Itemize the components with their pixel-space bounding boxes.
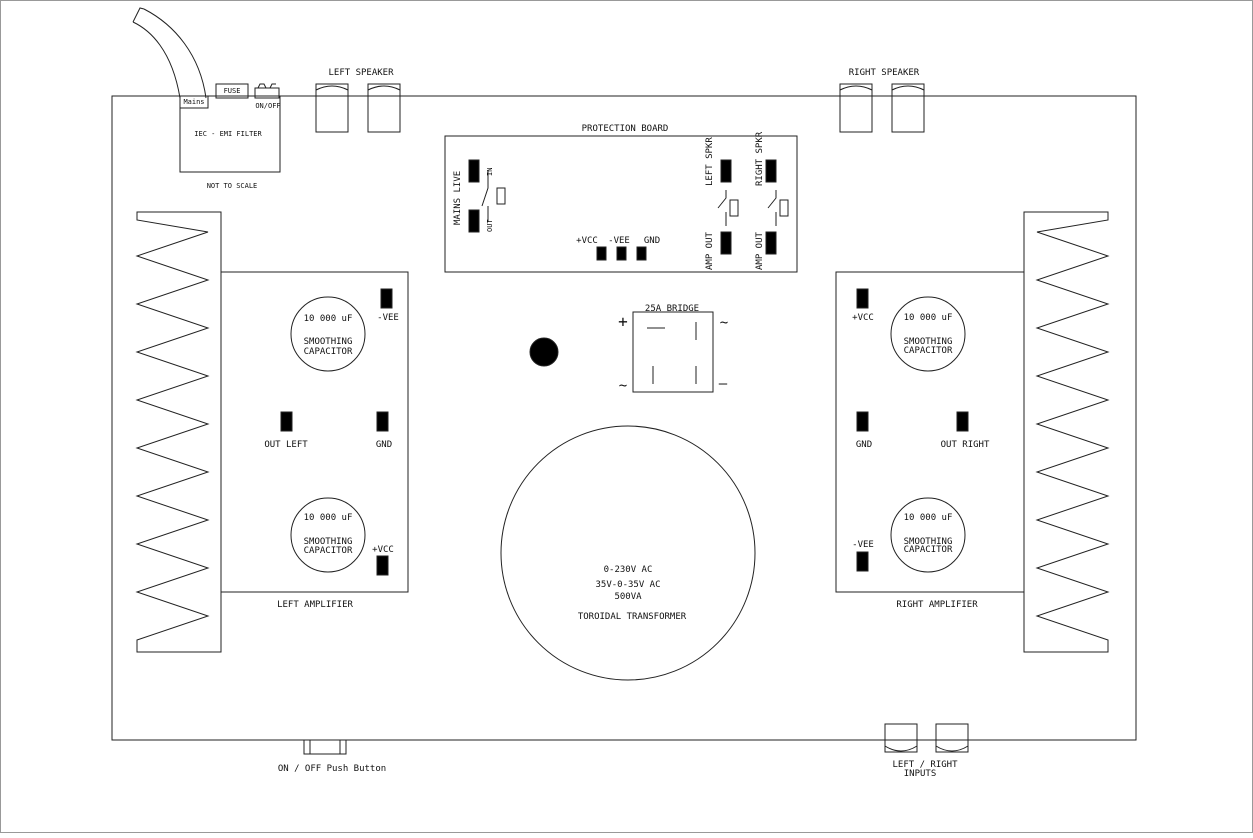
protection-board xyxy=(444,135,798,273)
right-out-terminal xyxy=(956,411,969,432)
amp-out-left-label: AMP OUT xyxy=(705,231,715,270)
left-amplifier-board xyxy=(220,271,409,593)
right-top-capacitor xyxy=(890,296,966,372)
right-bottom-cap-name-1: SMOOTHING xyxy=(904,537,953,547)
left-speaker-label: LEFT SPEAKER xyxy=(328,68,394,78)
right-heatsink xyxy=(1023,211,1110,653)
left-vee-label: -VEE xyxy=(377,313,399,323)
on-off-push-button xyxy=(303,739,347,755)
push-button-label: ON / OFF Push Button xyxy=(278,764,386,774)
pb-gnd-terminal xyxy=(636,246,647,261)
right-spkr-label: RIGHT SPKR xyxy=(755,131,765,186)
inputs-label-1: LEFT / RIGHT xyxy=(892,760,958,770)
left-vee-terminal xyxy=(380,288,393,309)
right-top-cap-name-2: CAPACITOR xyxy=(904,346,953,356)
right-top-cap-value: 10 000 uF xyxy=(904,313,953,323)
left-amp-out-terminal xyxy=(720,231,732,255)
transformer-power-label: 500VA xyxy=(614,592,642,602)
left-speaker-terminals xyxy=(315,83,401,133)
pb-vcc-label: +VCC xyxy=(576,236,598,246)
left-vcc-label: +VCC xyxy=(372,545,394,555)
bridge-plus-label: + xyxy=(618,312,628,331)
fuse-label: FUSE xyxy=(224,87,241,95)
mains-relay-coil xyxy=(496,187,506,205)
right-bottom-cap-name-2: CAPACITOR xyxy=(904,545,953,555)
pb-vee-label: -VEE xyxy=(608,236,630,246)
left-heatsink xyxy=(135,211,222,653)
fuse-holder xyxy=(215,83,249,99)
right-out-label: OUT RIGHT xyxy=(941,440,990,450)
left-top-cap-value: 10 000 uF xyxy=(304,314,353,324)
toroidal-transformer xyxy=(500,425,756,681)
mains-cable xyxy=(132,7,207,99)
bridge-ac-label-right: ~ xyxy=(720,315,728,331)
right-speaker-label: RIGHT SPEAKER xyxy=(849,68,920,78)
amp-out-right-label: AMP OUT xyxy=(755,231,765,270)
bridge-ac-label-left: ~ xyxy=(619,378,627,394)
left-gnd-terminal xyxy=(376,411,389,432)
right-amp-out-terminal xyxy=(765,231,777,255)
mains-live-label: MAINS LIVE xyxy=(453,171,463,225)
right-bottom-cap-value: 10 000 uF xyxy=(904,513,953,523)
right-speaker-terminals xyxy=(839,83,925,133)
left-top-cap-name-2: CAPACITOR xyxy=(304,347,353,357)
right-vee-terminal xyxy=(856,551,869,572)
bridge-label: 25A BRIDGE xyxy=(645,304,699,314)
right-bottom-capacitor xyxy=(890,497,966,573)
left-out-terminal xyxy=(280,411,293,432)
relay-out-label: OUT xyxy=(486,219,494,232)
pb-vee-terminal xyxy=(616,246,627,261)
mains-live-relay xyxy=(468,159,506,233)
pb-vcc-terminal xyxy=(596,246,607,261)
left-gnd-label: GND xyxy=(376,440,392,450)
right-vcc-terminal xyxy=(856,288,869,309)
left-top-capacitor xyxy=(290,296,366,372)
left-relay-coil xyxy=(729,199,739,217)
transformer-name-label: TOROIDAL TRANSFORMER xyxy=(578,612,687,622)
mains-label: Mains xyxy=(183,98,204,106)
left-bottom-capacitor xyxy=(290,497,366,573)
left-spkr-label: LEFT SPKR xyxy=(705,137,715,186)
iec-emi-filter xyxy=(179,83,281,173)
transformer-secondary-label: 35V-0-35V AC xyxy=(595,580,660,590)
inputs-label-2: INPUTS xyxy=(904,769,937,779)
bridge-rectifier xyxy=(632,311,714,393)
right-gnd-label: GND xyxy=(856,440,872,450)
transformer-primary-label: 0-230V AC xyxy=(604,565,653,575)
on-off-switch-label: ON/OFF xyxy=(255,102,280,110)
left-bottom-cap-name-2: CAPACITOR xyxy=(304,546,353,556)
left-bottom-cap-name-1: SMOOTHING xyxy=(304,537,353,547)
right-amplifier-label: RIGHT AMPLIFIER xyxy=(896,600,978,610)
right-gnd-terminal xyxy=(856,411,869,432)
right-spkr-terminal xyxy=(765,159,777,183)
left-speaker-relay xyxy=(717,159,739,255)
left-amplifier-label: LEFT AMPLIFIER xyxy=(277,600,353,610)
left-top-cap-name-1: SMOOTHING xyxy=(304,337,353,347)
right-vee-label: -VEE xyxy=(852,540,874,550)
right-speaker-relay xyxy=(765,159,789,255)
left-spkr-terminal xyxy=(720,159,732,183)
left-out-label: OUT LEFT xyxy=(264,440,308,450)
right-vcc-label: +VCC xyxy=(852,313,874,323)
right-top-cap-name-1: SMOOTHING xyxy=(904,337,953,347)
not-to-scale-label: NOT TO SCALE xyxy=(207,182,258,190)
iec-filter-label: IEC - EMI FILTER xyxy=(194,130,262,138)
left-bottom-cap-value: 10 000 uF xyxy=(304,513,353,523)
on-off-switch xyxy=(254,87,280,99)
mains-live-in-terminal xyxy=(468,159,480,183)
bridge-minus-label: — xyxy=(719,376,728,392)
relay-in-label: IN xyxy=(486,168,494,176)
left-vcc-terminal xyxy=(376,555,389,576)
protection-board-label: PROTECTION BOARD xyxy=(582,124,669,134)
chassis-outline xyxy=(111,95,1137,741)
mounting-hole xyxy=(529,337,559,367)
input-jacks xyxy=(884,723,969,753)
mains-socket xyxy=(179,95,209,109)
pb-gnd-label: GND xyxy=(644,236,660,246)
mains-live-out-terminal xyxy=(468,209,480,233)
right-relay-coil xyxy=(779,199,789,217)
